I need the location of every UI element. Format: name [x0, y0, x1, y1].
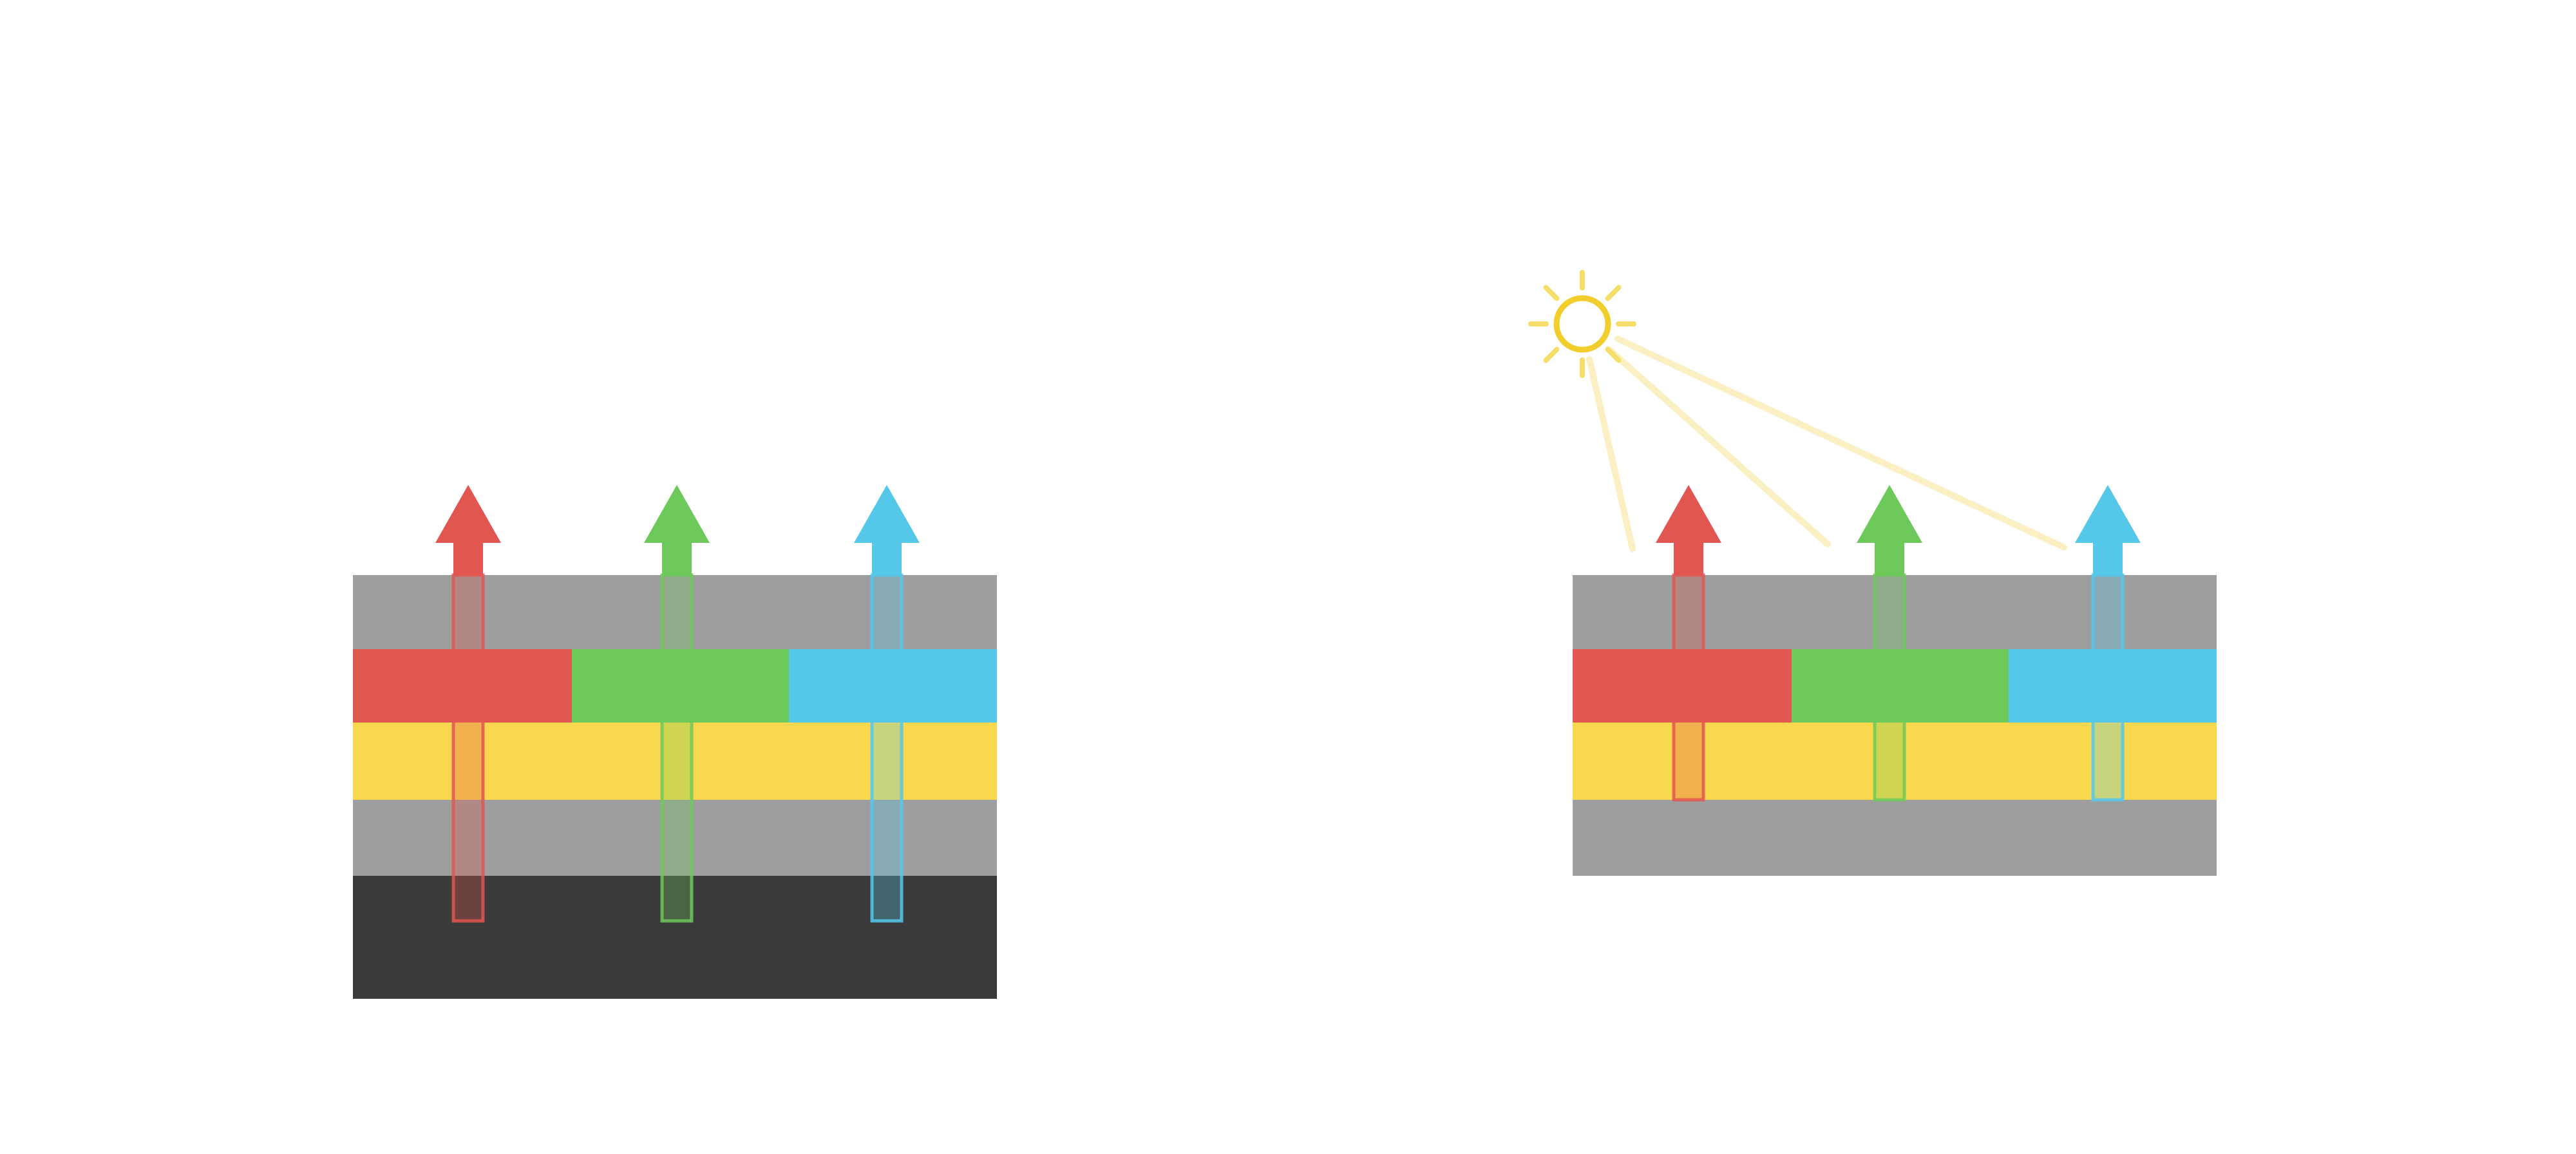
arrow-shaft-through-stack — [660, 573, 694, 923]
arrow-head — [854, 485, 920, 543]
arrow-shaft — [1875, 540, 1904, 575]
subpixel-green — [1792, 649, 2009, 723]
sun-ray — [1605, 346, 1622, 363]
arrow-shaft-through-stack — [451, 573, 485, 923]
red-light-arrow — [1656, 485, 1721, 802]
sun-beam — [1605, 346, 1831, 547]
sun-beam — [1586, 356, 1636, 552]
arrow-shaft-through-stack — [1672, 573, 1705, 802]
arrow-head — [644, 485, 710, 543]
arrow-shaft — [1674, 540, 1703, 575]
arrow-shaft — [872, 540, 902, 575]
arrow-shaft-through-stack — [870, 573, 904, 923]
top-layer-gray — [353, 575, 997, 649]
subpixel-red — [353, 649, 572, 723]
bottom-layer-gray — [1573, 800, 2217, 876]
layer-yellow — [1573, 723, 2217, 800]
blue-light-arrow — [2075, 485, 2141, 802]
sun-beam — [1615, 336, 2067, 551]
sun-circle — [1553, 295, 1611, 353]
top-layer-gray — [1573, 575, 2217, 649]
subpixel-green — [572, 649, 789, 723]
arrow-head — [1656, 485, 1721, 543]
sun-ray — [1543, 285, 1560, 301]
arrow-shaft-through-stack — [2091, 573, 2125, 802]
sun-ray — [1605, 285, 1622, 301]
red-light-arrow — [435, 485, 501, 923]
bottom-layer-gray — [353, 800, 997, 876]
blue-light-arrow — [854, 485, 920, 923]
sun-ray — [1543, 346, 1560, 363]
arrow-head — [2075, 485, 2141, 543]
backlit-display-stack — [353, 485, 997, 999]
arrow-shaft — [662, 540, 692, 575]
green-light-arrow — [1857, 485, 1922, 802]
arrow-shaft-through-stack — [1873, 573, 1906, 802]
backlight-dark-layer — [353, 876, 997, 999]
arrow-shaft — [2093, 540, 2123, 575]
green-light-arrow — [644, 485, 710, 923]
arrow-head — [1857, 485, 1922, 543]
arrow-head — [435, 485, 501, 543]
layer-yellow — [353, 723, 997, 800]
subpixel-blue — [789, 649, 997, 723]
subpixel-red — [1573, 649, 1792, 723]
sun-icon — [1528, 270, 1636, 378]
arrow-shaft — [453, 540, 483, 575]
subpixel-blue — [2009, 649, 2217, 723]
sunlit-display-stack — [1528, 270, 2217, 876]
